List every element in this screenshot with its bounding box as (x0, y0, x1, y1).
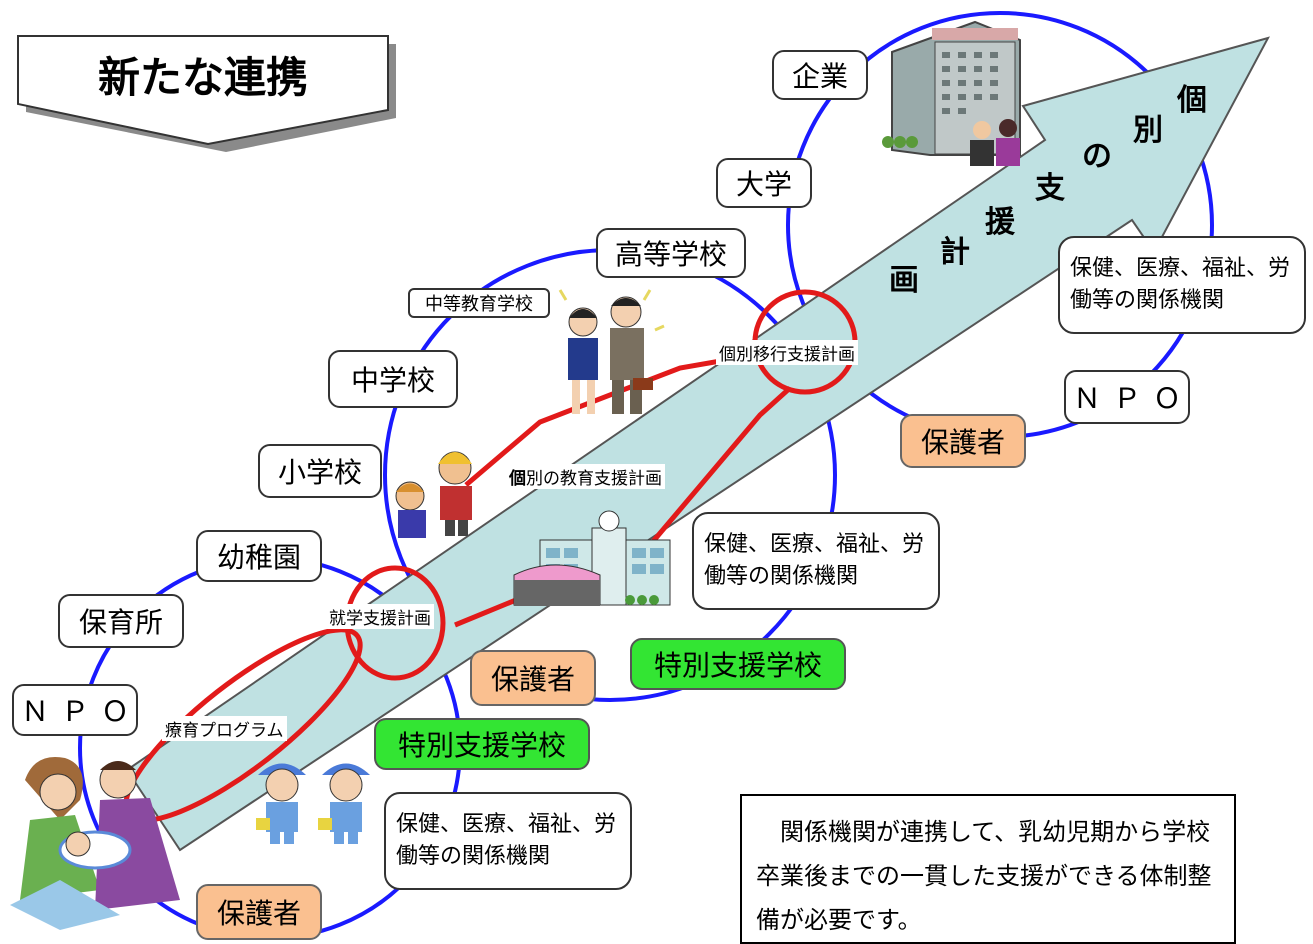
plan-education: 個別の教育支援計画 (506, 464, 665, 489)
summary-note: 関係機関が連携して、乳幼児期から学校卒業後までの一貫した支援ができる体制整備が必… (740, 794, 1236, 944)
students-image (558, 289, 665, 414)
parent-with-baby-image (10, 756, 180, 930)
schoolchildren-image (395, 451, 472, 538)
stage-kindergarten: 幼稚園 (196, 530, 322, 582)
page-title: 新たな連携 (98, 53, 308, 102)
guardian-upper: 保護者 (900, 414, 1026, 468)
stage-university: 大学 (716, 158, 812, 208)
arrow-label: 画 計 援 支 の 別 個 (889, 83, 1207, 298)
company-building-image (882, 20, 1021, 166)
plan-transition: 個別移行支援計画 (716, 340, 858, 365)
stage-junior-high: 中学校 (328, 350, 458, 408)
arrow-char-5: 別 (1133, 113, 1163, 148)
arrow-char-4: の (1082, 139, 1112, 174)
npo-left: ＮＰＯ (12, 684, 138, 736)
arrow-char-3: 支 (1035, 171, 1065, 206)
plan-education-bold: 個 (509, 469, 526, 489)
stage-high-school: 高等学校 (596, 228, 746, 278)
support-plan-arrow (125, 36, 1270, 852)
plan-enrollment: 就学支援計画 (326, 604, 434, 629)
npo-right: ＮＰＯ (1064, 370, 1190, 424)
arrow-char-6: 個 (1176, 83, 1207, 118)
stage-elementary: 小学校 (258, 444, 382, 498)
special-school-lower: 特別支援学校 (374, 718, 590, 770)
special-school-upper: 特別支援学校 (630, 638, 846, 690)
agencies-upper: 保健、医療、福祉、労働等の関係機関 (1058, 236, 1306, 334)
kindergarteners-image (256, 763, 370, 844)
arrow-char-1: 計 (940, 235, 970, 270)
arrow-char-0: 画 (889, 263, 919, 298)
agencies-lower: 保健、医療、福祉、労働等の関係機関 (384, 792, 632, 890)
arrow-char-2: 援 (985, 205, 1016, 240)
guardian-lower: 保護者 (196, 884, 322, 940)
plan-education-rest: 別の教育支援計画 (526, 469, 662, 489)
stage-nursery: 保育所 (58, 594, 184, 648)
stage-company: 企業 (772, 50, 868, 100)
stage-secondary-school: 中等教育学校 (408, 288, 550, 318)
school-building-image (513, 510, 671, 606)
agencies-middle: 保健、医療、福祉、労働等の関係機関 (692, 512, 940, 610)
guardian-middle: 保護者 (470, 650, 596, 706)
plan-therapy: 療育プログラム (162, 716, 287, 741)
title-banner: 新たな連携 (17, 35, 396, 152)
